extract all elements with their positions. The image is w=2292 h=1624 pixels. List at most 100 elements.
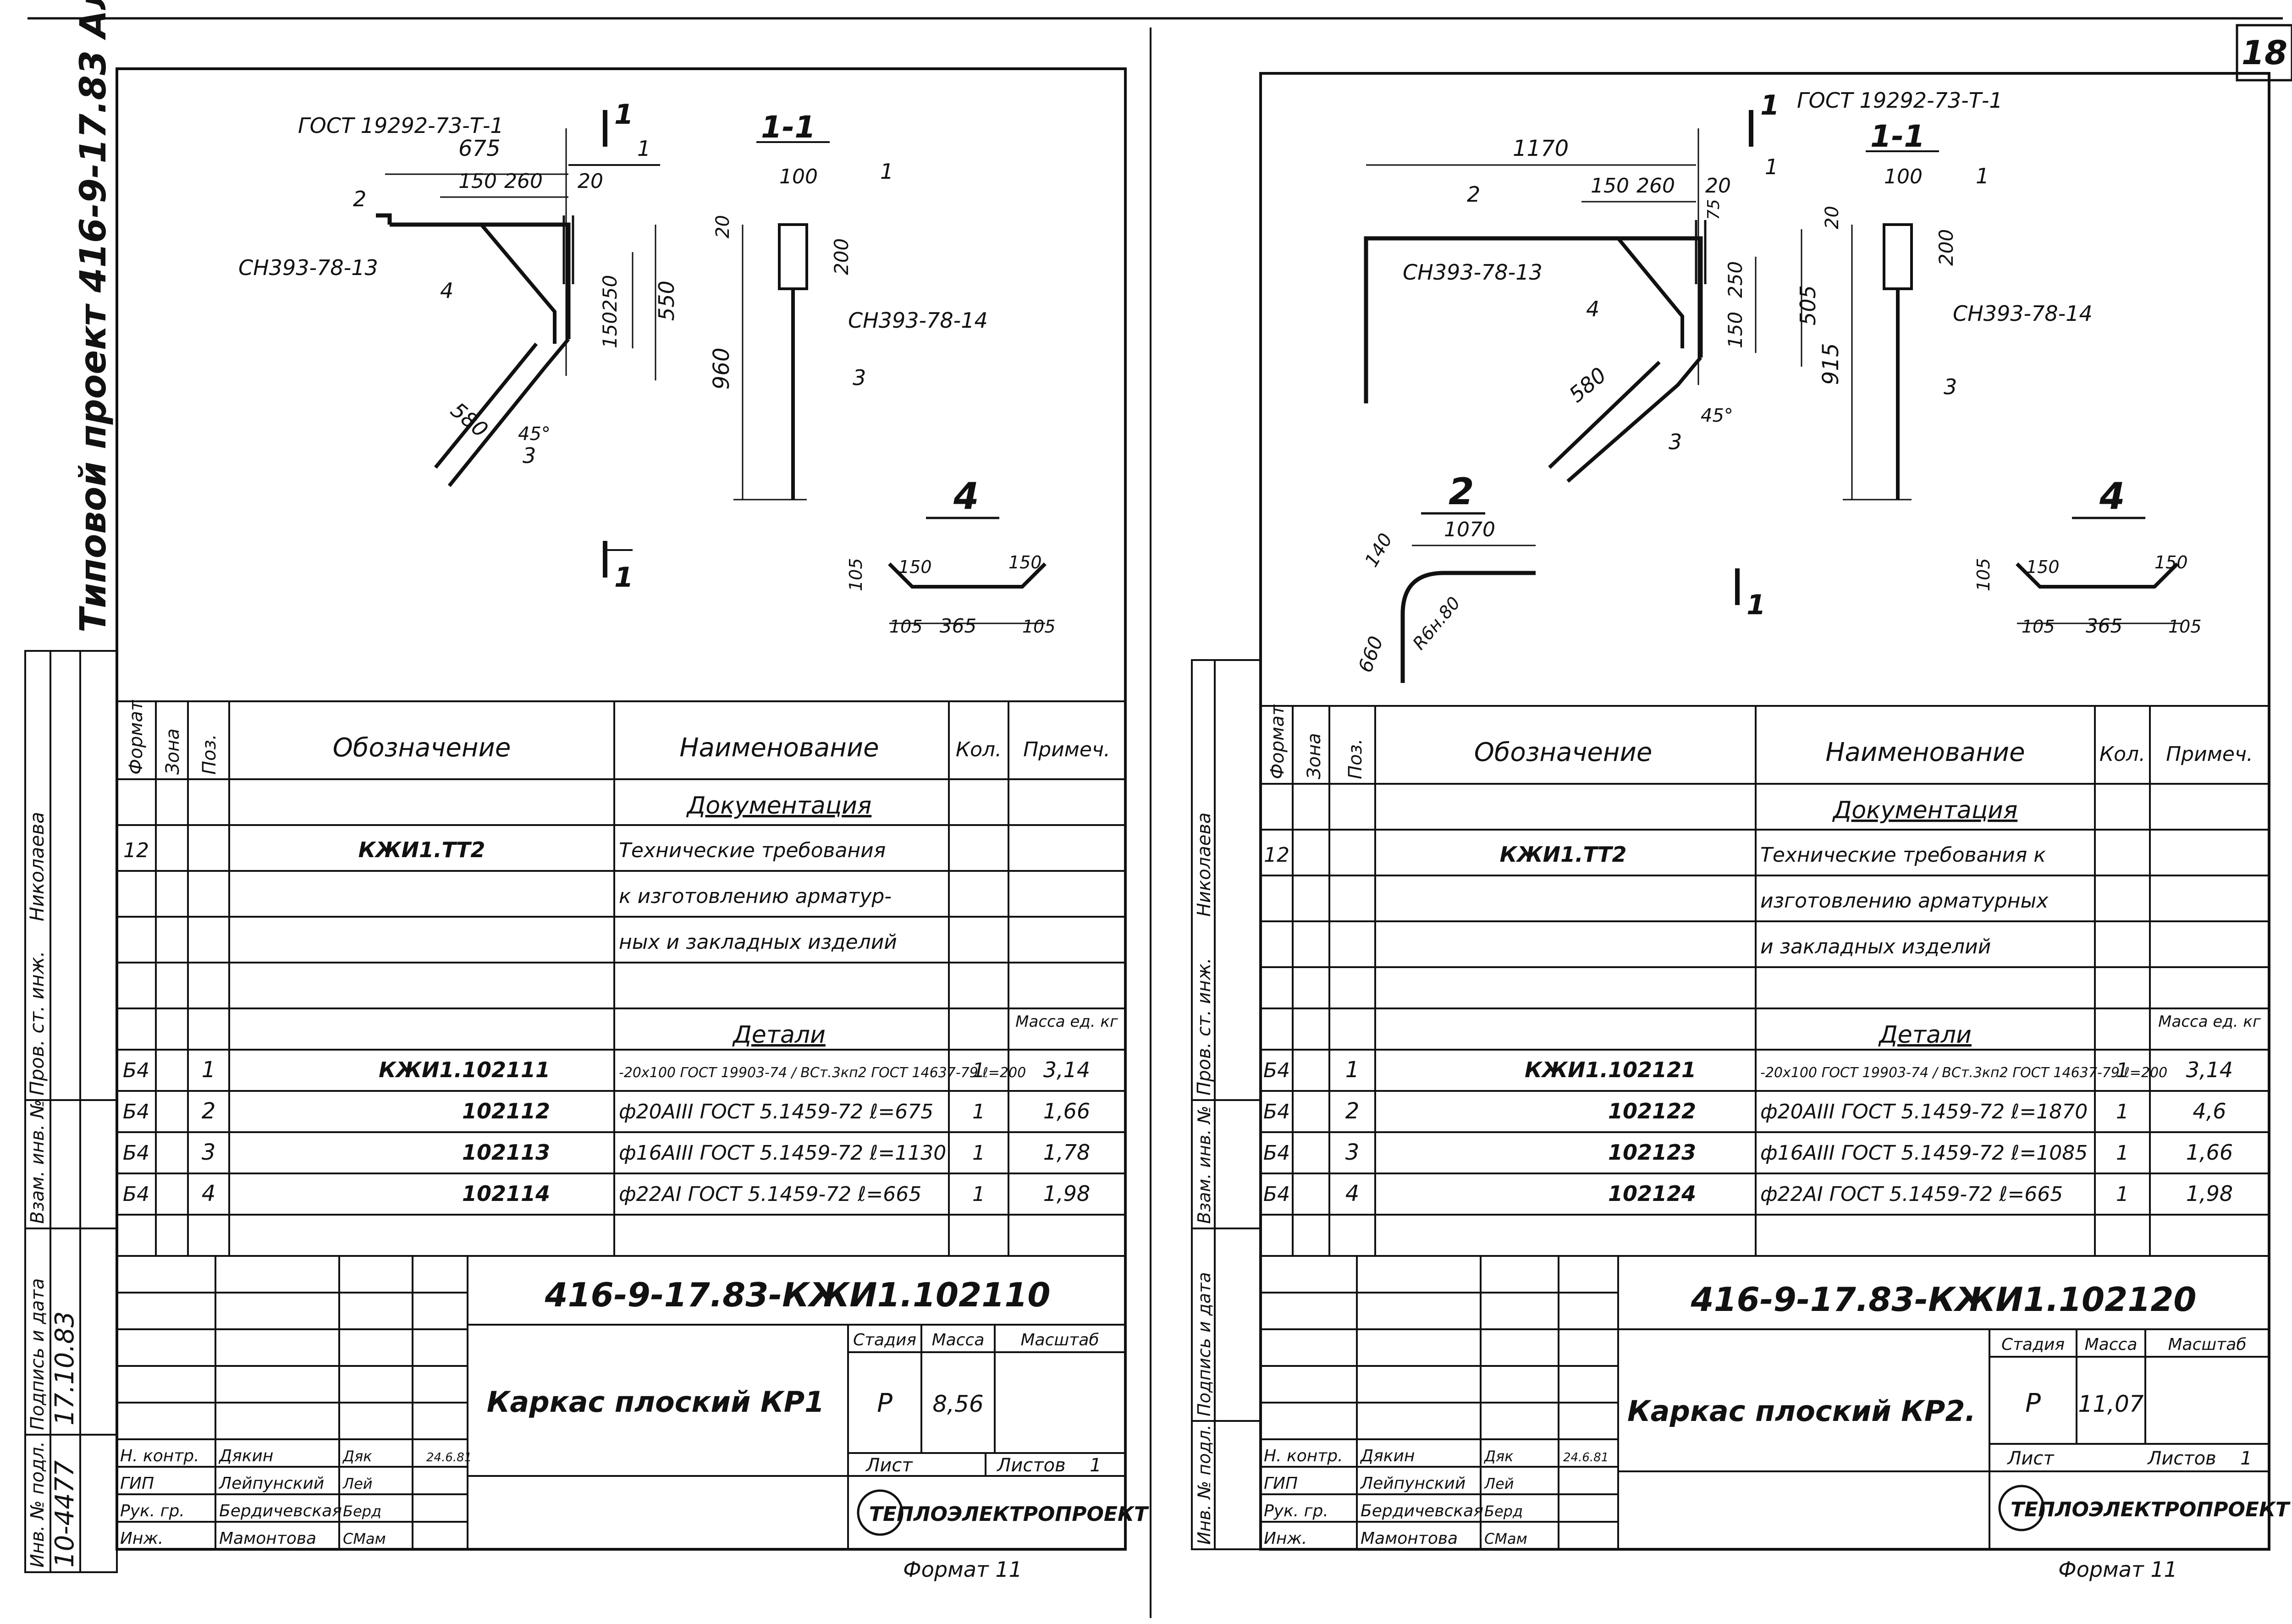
row-quantity: 1 xyxy=(972,1100,985,1123)
left-section-details: Детали xyxy=(732,1021,826,1049)
right-d4-f: 105 xyxy=(2168,617,2202,637)
staff-sign: Берд xyxy=(343,1503,381,1520)
left-view-marker-top: 1 xyxy=(614,99,634,131)
right-stage-v: Р xyxy=(2025,1388,2041,1418)
page-decorations: 18 Типовой проект 416-9-17.83 Альбом X ч… xyxy=(28,0,2292,1618)
right-d2-title: 2 xyxy=(1449,470,1474,513)
right-th-designation: Обозначение xyxy=(1474,738,1653,767)
row-position: 4 xyxy=(202,1181,216,1206)
right-th-format: Формат xyxy=(1267,704,1288,779)
right-weld-std: ГОСТ 19292-73-Т-1 xyxy=(1797,88,2003,113)
row-note: 1,66 xyxy=(2186,1140,2233,1165)
row-name: -20х100 ГОСТ 19903-74 / ВСт.3кп2 ГОСТ 14… xyxy=(619,1065,1026,1081)
row-format: Б4 xyxy=(1263,1141,1290,1165)
staff-sign: СМам xyxy=(1484,1530,1527,1547)
left-spec-table: Формат Зона Поз. Обозначение Наименовани… xyxy=(117,699,1125,1257)
mid-sign-label: Подпись и дата xyxy=(1194,1272,1214,1416)
right-view-marker-bottom: 1 xyxy=(1747,589,1766,621)
album-label: Типовой проект 416-9-17.83 Альбом X ч.1 xyxy=(73,0,114,633)
left-dim-overall: 675 xyxy=(458,136,501,161)
right-d4-a: 105 xyxy=(1973,558,1994,591)
row-position: 2 xyxy=(202,1098,216,1124)
left-d4-c: 150 xyxy=(1008,552,1042,573)
sheet-right: ГОСТ 19292-73-Т-1 1170 150 260 20 75 СН3… xyxy=(1259,72,2291,1582)
right-sec-h: 200 xyxy=(1935,229,1957,266)
right-dim-h-total: 505 xyxy=(1796,285,1820,325)
right-dim-h-lower: 150 xyxy=(1724,312,1747,348)
row-designation: КЖИ1.102111 xyxy=(379,1057,550,1082)
staff-name: Дякин xyxy=(218,1447,273,1465)
right-mass-h: Масса xyxy=(2085,1335,2138,1354)
left-mass-unit: Масса ед. кг xyxy=(1015,1013,1118,1031)
left-sec-callout-1: 1 xyxy=(880,159,893,184)
staff-role: Рук. гр. xyxy=(1264,1502,1328,1520)
row-name: Технические требования xyxy=(619,839,886,862)
left-dim-h-total: 550 xyxy=(654,281,679,321)
right-dim-seg-a: 150 xyxy=(1591,174,1629,198)
left-d4-e: 365 xyxy=(940,615,976,637)
right-d4-e: 365 xyxy=(2086,615,2122,637)
right-d4-d: 105 xyxy=(2022,617,2055,637)
left-date: 24.6.81 xyxy=(426,1451,472,1464)
left-sheet-h: Лист xyxy=(865,1455,913,1476)
right-detail-2: 2 1070 140 660 R6н.80 xyxy=(1354,470,1536,683)
left-callout-1: 1 xyxy=(637,136,650,161)
left-th-qty: Кол. xyxy=(956,738,1002,761)
staff-sign: СМам xyxy=(343,1530,386,1547)
right-dim-angle: 45° xyxy=(1701,405,1733,426)
row-name: ф22АI ГОСТ 5.1459-72 ℓ=665 xyxy=(619,1183,921,1206)
right-d2-radius: R6н.80 xyxy=(1409,593,1464,653)
row-note: 3,14 xyxy=(1043,1057,1090,1082)
mid-checker-name: Николаева xyxy=(1194,813,1215,917)
left-dim-seg-b: 260 xyxy=(504,170,543,193)
row-name: ф16АIII ГОСТ 5.1459-72 ℓ=1085 xyxy=(1760,1141,2088,1165)
left-sn14: СН393-78-14 xyxy=(848,308,988,333)
right-sec-len: 915 xyxy=(1818,343,1844,385)
row-position: 4 xyxy=(1345,1181,1360,1206)
mid-vzam-label: Взам. инв. № xyxy=(1194,1106,1214,1224)
row-name: к изготовлению арматур- xyxy=(619,885,892,908)
right-callout-3: 3 xyxy=(1669,429,1682,454)
staff-sign: Берд xyxy=(1484,1503,1523,1520)
row-quantity: 1 xyxy=(972,1141,985,1165)
row-position: 3 xyxy=(1345,1140,1360,1165)
side-inv-label: Инв. № подл. xyxy=(27,1441,48,1568)
row-format: Б4 xyxy=(123,1183,149,1206)
left-sec-callout-3: 3 xyxy=(853,365,866,390)
right-org-name: ТЕПЛОЭЛЕКТРОПРОЕКТ xyxy=(2011,1498,2291,1521)
side-sign-value: 17.10.83 xyxy=(50,1311,80,1426)
staff-sign: Лей xyxy=(342,1475,373,1492)
row-designation: 102122 xyxy=(1608,1099,1696,1123)
staff-role: Инж. xyxy=(1264,1529,1307,1548)
left-format: Формат 11 xyxy=(903,1557,1022,1582)
left-sheets-v: 1 xyxy=(1090,1455,1101,1476)
row-designation: 102124 xyxy=(1608,1181,1696,1206)
row-designation: КЖИ1.ТТ2 xyxy=(1500,842,1627,867)
row-name: ф16АIII ГОСТ 5.1459-72 ℓ=1130 xyxy=(619,1141,946,1165)
row-name: ф22АI ГОСТ 5.1459-72 ℓ=665 xyxy=(1760,1183,2063,1206)
left-callout-3: 3 xyxy=(523,443,536,468)
row-name: ф20АIII ГОСТ 5.1459-72 ℓ=675 xyxy=(619,1100,933,1123)
left-dim-h-upper: 250 xyxy=(599,275,621,312)
left-main-view: ГОСТ 19292-73-Т-1 675 150 260 20 СН393-7… xyxy=(238,99,679,594)
row-designation: 102123 xyxy=(1608,1140,1696,1165)
side-vzam-label: Взам. инв. № xyxy=(27,1099,48,1224)
left-sec-len: 960 xyxy=(709,347,734,390)
row-note: 1,98 xyxy=(2186,1181,2233,1206)
right-sheet-h: Лист xyxy=(2006,1448,2055,1469)
row-name: Технические требования к xyxy=(1760,843,2046,867)
left-org-name: ТЕПЛОЭЛЕКТРОПРОЕКТ xyxy=(869,1503,1149,1526)
side-checker-label: Пров. ст. инж. xyxy=(26,951,48,1096)
right-mass-unit: Масса ед. кг xyxy=(2158,1013,2261,1031)
row-name: изготовлению арматурных xyxy=(1760,889,2049,913)
left-item-title: Каркас плоский КР1 xyxy=(487,1385,825,1419)
right-view-marker-top: 1 xyxy=(1760,89,1780,121)
left-detail-4: 4 105 150 150 105 365 105 xyxy=(846,475,1056,637)
left-section-1-1: 1-1 100 200 20 960 СН393-78-14 1 3 xyxy=(709,110,988,501)
side-inv-value: 10-4477 xyxy=(50,1460,80,1568)
row-note: 1,66 xyxy=(1043,1099,1090,1123)
